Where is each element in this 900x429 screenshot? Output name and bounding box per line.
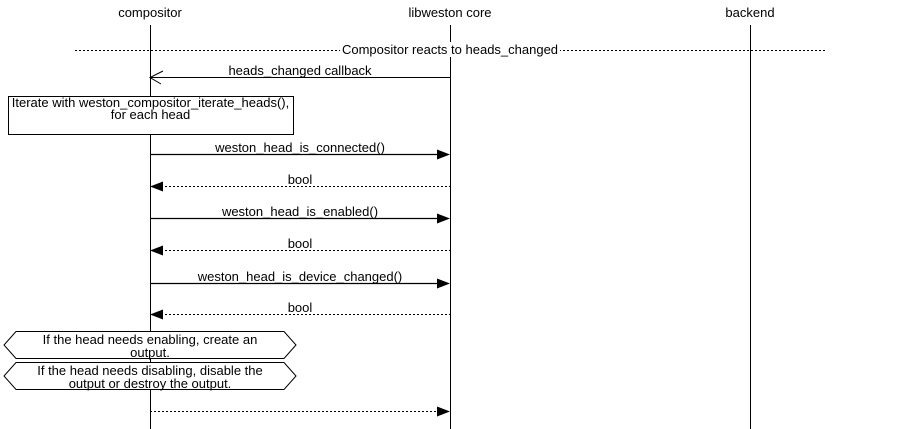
open-arrowhead-left-icon bbox=[148, 70, 164, 85]
note-box-label: Iterate with weston_compositor_iterate_h… bbox=[11, 95, 290, 122]
message-label-is-device-changed: weston_head_is_device_changed() bbox=[197, 269, 403, 284]
participant-libweston-core: libweston core bbox=[408, 5, 492, 20]
filled-arrowhead-left-icon bbox=[150, 245, 163, 256]
message-label-bool-3: bool bbox=[287, 300, 313, 315]
message-label-bool-1: bool bbox=[287, 172, 313, 187]
note-box-iterate-heads bbox=[8, 96, 294, 135]
message-label-is-enabled: weston_head_is_enabled() bbox=[221, 204, 379, 219]
divider-label-text: Compositor reacts to heads_changed bbox=[339, 42, 561, 57]
message-label-is-connected: weston_head_is_connected() bbox=[215, 140, 385, 155]
condition-label-enable: If the head needs enabling, create an ou… bbox=[42, 332, 258, 360]
message-label-bool-2: bool bbox=[287, 236, 313, 251]
filled-arrowhead-left-icon bbox=[150, 309, 163, 320]
filled-arrowhead-left-icon bbox=[150, 181, 163, 192]
message-label-heads-changed-callback: heads_changed callback bbox=[228, 63, 372, 78]
condition-hexagon-disable bbox=[3, 362, 297, 390]
filled-arrowhead-right-icon bbox=[437, 278, 450, 289]
participant-backend: backend bbox=[725, 5, 775, 20]
filled-arrowhead-right-icon bbox=[437, 149, 450, 160]
condition-hexagon-enable bbox=[3, 331, 297, 359]
filled-arrowhead-right-icon bbox=[437, 406, 450, 417]
divider-label: Compositor reacts to heads_changed bbox=[150, 42, 750, 57]
filled-arrowhead-right-icon bbox=[437, 213, 450, 224]
condition-label-disable: If the head needs disabling, disable the… bbox=[37, 363, 263, 391]
participant-compositor: compositor bbox=[118, 5, 182, 20]
